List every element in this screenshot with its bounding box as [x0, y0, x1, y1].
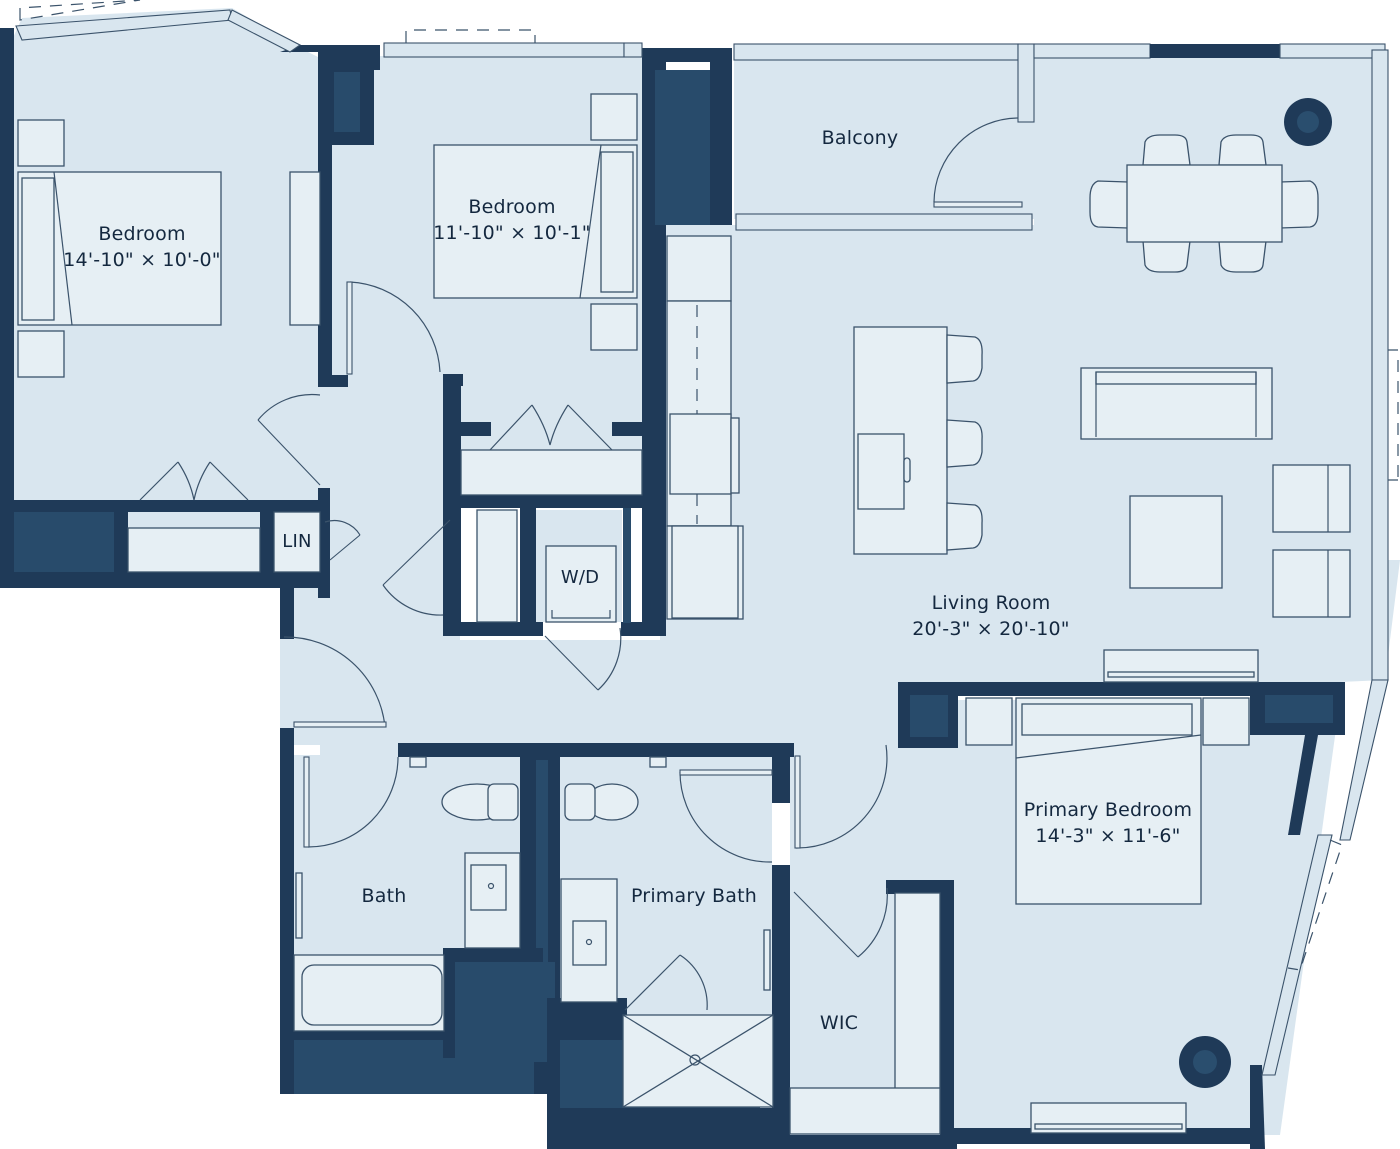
room-name: Bath [361, 885, 407, 907]
sink-icon [857, 433, 905, 510]
room-name: Bedroom [468, 196, 556, 218]
room-label-bedroom-3: Bedroom 11'-10" × 10'-1" [433, 195, 590, 246]
room-label-wic: WIC [820, 1011, 858, 1037]
dresser-icon [289, 171, 321, 326]
dining [1089, 98, 1332, 273]
room-label-laundry: W/D [561, 566, 599, 590]
bath-fixtures [293, 756, 774, 1108]
room-dimensions: 11'-10" × 10'-1" [433, 221, 591, 244]
room-dimensions: 20'-3" × 20'-10" [912, 617, 1070, 640]
washer-dryer-icon [545, 545, 617, 623]
dining-table-icon [1126, 164, 1283, 243]
room-label-primary-bedroom: Primary Bedroom 14'-3" × 11'-6" [1024, 798, 1192, 849]
nightstand-icon [590, 303, 638, 351]
bedroom-3-furniture [433, 93, 643, 496]
bedroom-2-furniture [17, 119, 321, 501]
nightstand-icon [17, 119, 65, 167]
coffee-table-icon [1129, 495, 1223, 589]
utility [273, 509, 622, 623]
nightstand-icon [590, 93, 638, 141]
kitchen [666, 235, 983, 620]
room-name: WIC [819, 1012, 859, 1034]
room-name: Primary Bedroom [1023, 799, 1193, 821]
nightstand-icon [17, 330, 65, 378]
room-dimensions: 14'-3" × 11'-6" [1035, 824, 1181, 847]
armchair-icon [1272, 464, 1351, 533]
nightstand-icon [965, 697, 1013, 746]
room-label-balcony: Balcony [822, 126, 899, 152]
primary-bedroom-furniture [789, 697, 1250, 1135]
room-name: LIN [282, 531, 312, 552]
room-label-primary-bath: Primary Bath [631, 884, 757, 910]
room-label-linen: LIN [282, 530, 311, 554]
armchair-icon [1272, 549, 1351, 618]
nightstand-icon [1202, 697, 1250, 746]
living [1080, 367, 1351, 683]
room-name: W/D [560, 567, 600, 588]
room-label-bedroom-2: Bedroom 14'-10" × 10'-0" [63, 222, 220, 273]
doors [257, 117, 1023, 958]
room-dimensions: 14'-10" × 10'-0" [63, 248, 221, 271]
room-label-living-room: Living Room 20'-3" × 20'-10" [912, 591, 1069, 642]
room-name: Primary Bath [630, 885, 758, 907]
room-name: Balcony [821, 127, 899, 149]
room-name: Living Room [931, 592, 1051, 614]
room-name: Bedroom [98, 223, 186, 245]
fridge-icon [666, 235, 732, 302]
room-label-bath: Bath [362, 884, 407, 910]
range-icon [669, 413, 732, 495]
windows [15, 0, 1399, 1076]
